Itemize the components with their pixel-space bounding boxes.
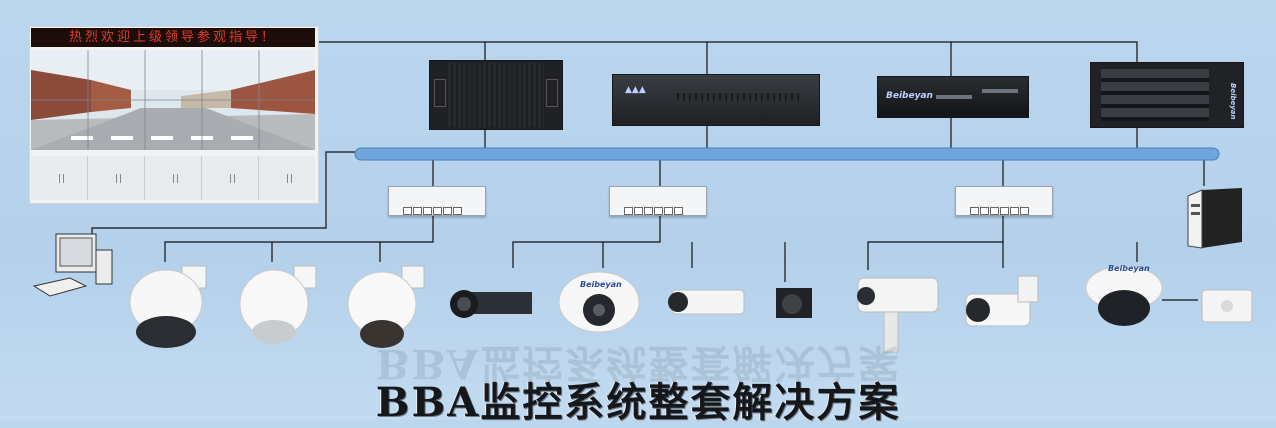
tower-pc — [1186, 186, 1244, 250]
workstation-computer — [30, 230, 114, 300]
speed-dome-camera-1 — [126, 262, 210, 354]
dome-camera-1: Beibeyan — [556, 268, 642, 338]
network-video-recorder: Beibeyan — [877, 76, 1029, 118]
network-switch-3 — [955, 186, 1053, 216]
video-wall-cabinet — [31, 156, 315, 200]
led-banner: 热烈欢迎上级领导参观指导！ — [31, 28, 315, 47]
bullet-camera-1 — [664, 282, 746, 322]
network-switch-2 — [609, 186, 707, 216]
dome-camera-2-brand: Beibeyan — [1108, 264, 1150, 273]
dome-camera-2: Beibeyan — [1084, 262, 1164, 330]
video-wall-screen — [31, 50, 315, 150]
box-camera — [448, 284, 536, 324]
dome-camera-brand: Beibeyan — [580, 280, 622, 289]
storage-array: Beibeyan — [1090, 62, 1244, 128]
speed-dome-camera-3 — [344, 262, 428, 356]
footer-title: BBA监控系统整套解决方案 — [375, 379, 901, 426]
nvr-server: ▲▲▲ — [612, 74, 820, 126]
mini-camera — [770, 282, 816, 322]
alarm-sensor — [1198, 286, 1256, 326]
decoder-chassis — [429, 60, 563, 130]
speed-dome-camera-2 — [236, 262, 320, 354]
bullet-camera-2 — [960, 272, 1044, 348]
recorder-brand: Beibeyan — [886, 91, 933, 101]
network-switch-1 — [388, 186, 486, 216]
housing-camera — [850, 270, 942, 360]
